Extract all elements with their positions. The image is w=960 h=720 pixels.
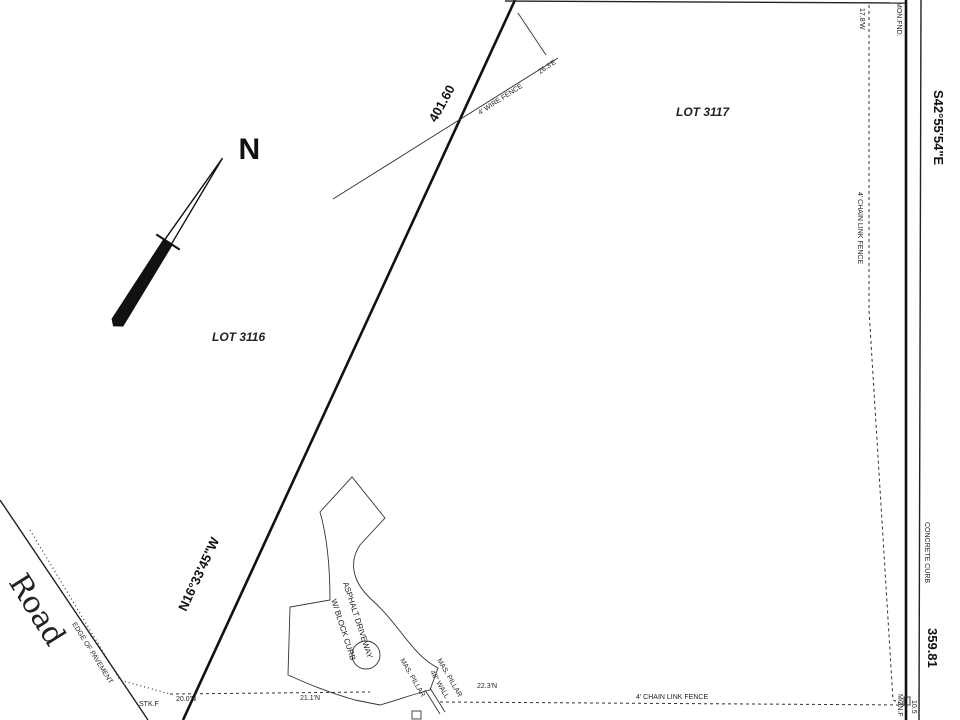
driveway-outline (287, 476, 439, 706)
wire-fence-line (332, 57, 559, 200)
mon-fnd-bottom-label: MON.F (896, 694, 903, 717)
chain-fence-bottom-line (439, 701, 906, 706)
lot-3116-label: LOT 3116 (212, 330, 265, 344)
offset-105-label: 10.5 (910, 700, 917, 714)
edge-of-pavement-label: EDGE OF PAVEMENT (70, 621, 114, 685)
chain-fence-bottom-label: 4' CHAIN LINK FENCE (636, 694, 708, 701)
offset-211-label: 21.1'N (300, 695, 320, 702)
top-right-offset-label: 17.8'W (858, 8, 865, 30)
lot-3117-label: LOT 3117 (676, 105, 730, 119)
driveway-island (351, 640, 381, 670)
concrete-curb-label: CONCRETE CURB (923, 522, 930, 583)
north-arrow: N (111, 133, 261, 327)
monument-bottom (903, 696, 911, 706)
offset-223-label: 22.3'N (477, 683, 497, 690)
north-arrow-bar (155, 233, 181, 251)
right-distance-label: 359.81 (925, 628, 940, 668)
pillar-box (411, 710, 422, 720)
offset-200-label: 20.0'N (176, 696, 196, 703)
boundary-line-top (504, 0, 906, 4)
wire-fence-offset-label: 26.3'E (537, 59, 558, 76)
wire-fence-label: 4' WIRE FENCE (477, 83, 524, 117)
road-label: Road (1, 568, 72, 652)
north-arrow-letter: N (239, 133, 261, 166)
stk-label: STK.F (139, 701, 159, 708)
chain-fence-bottom-left (169, 691, 371, 695)
north-arrow-head (163, 157, 224, 246)
right-bearing-label: S42°55'54"E (931, 90, 946, 166)
masonry-wall (424, 689, 441, 715)
chain-fence-right-line (868, 5, 906, 706)
road-right-edge (918, 0, 922, 720)
road-edge-outer (0, 499, 149, 720)
mas-pillar-label-1: MAS. PILLAR (398, 658, 426, 699)
top-distance-label: 401.60 (426, 82, 458, 124)
north-arrow-tail (111, 238, 173, 327)
masonry-wall-2 (429, 687, 446, 713)
mon-fnd-top-label: MON.FND. (895, 2, 902, 37)
boundary-line-west (181, 0, 517, 720)
wire-fence-tie (517, 12, 547, 56)
left-bearing-label: N16°33'45"W (175, 534, 222, 613)
chain-fence-right-label: 4' CHAIN LINK FENCE (856, 192, 863, 264)
